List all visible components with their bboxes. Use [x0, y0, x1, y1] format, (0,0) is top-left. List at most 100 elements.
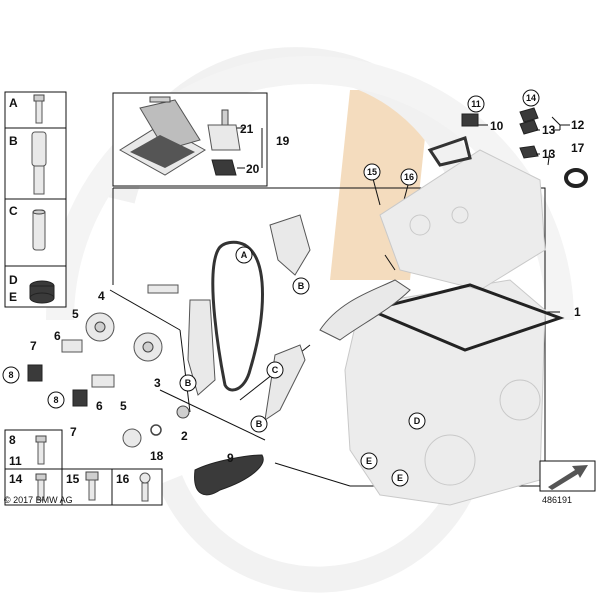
svg-text:D: D [414, 416, 421, 426]
svg-text:8: 8 [8, 370, 13, 380]
callout-20: 20 [246, 162, 260, 176]
svg-text:C: C [272, 365, 279, 375]
chain-tensioner-9-icon [194, 454, 264, 496]
engine-block [344, 149, 565, 506]
sleeve-b-icon [31, 131, 47, 195]
washer-2-icon [176, 405, 190, 419]
callout-circle-16: 16 [400, 168, 418, 186]
svg-text:B: B [256, 419, 263, 429]
clip-12b-icon [519, 119, 539, 135]
bolt-6a-icon [61, 339, 83, 353]
document-id: 486191 [542, 495, 573, 505]
seal-10-icon [461, 113, 479, 127]
svg-text:E: E [366, 456, 372, 466]
navigation-arrow-box[interactable] [539, 460, 596, 492]
callout-18: 18 [150, 449, 164, 463]
plug-7a-icon [27, 364, 43, 382]
svg-text:E: E [397, 473, 403, 483]
svg-text:8: 8 [53, 395, 58, 405]
callout-letter-b1: B [179, 374, 197, 392]
svg-text:B: B [298, 281, 305, 291]
cell-b-label: B [9, 134, 18, 148]
cell-c-label: C [9, 204, 18, 218]
cell-a-label: A [9, 96, 18, 110]
bottom-reference-cells: 8 11 14 15 16 [4, 429, 163, 506]
circled-letter-callouts: A B B B C D E E [179, 246, 426, 487]
callout-circle-15: 15 [363, 163, 381, 181]
svg-text:16: 16 [404, 172, 414, 182]
pin-c-icon [32, 209, 46, 251]
coolant-pipe-icon [319, 279, 411, 341]
holding-tool-icon [207, 109, 241, 151]
number-callouts: 1 2 3 4 5 5 6 6 7 7 9 10 12 13 13 18 19 … [30, 118, 585, 465]
cell-16-label: 16 [116, 472, 130, 486]
svg-text:15: 15 [367, 167, 377, 177]
guide-rail-icon [187, 299, 216, 396]
tensioner-rail-icon [264, 344, 306, 422]
bolt-a-icon [33, 94, 45, 124]
callout-6a: 6 [54, 329, 61, 343]
bolt-8-icon [35, 435, 47, 465]
callout-letter-d: D [408, 412, 426, 430]
callout-5b: 5 [120, 399, 127, 413]
clip-13-icon [519, 145, 539, 159]
svg-text:17: 17 [571, 141, 585, 155]
cell-e-label: E [9, 290, 17, 304]
shaft-seal-17-icon [564, 168, 588, 188]
plug-de-icon [29, 280, 55, 304]
cam-parts [27, 284, 190, 448]
callout-3: 3 [154, 376, 161, 390]
callout-2: 2 [181, 429, 188, 443]
callout-13b: 13 [542, 147, 556, 161]
tool-case-icon [119, 96, 206, 176]
cell-15-label: 15 [66, 472, 80, 486]
svg-text:A: A [241, 250, 248, 260]
gasket-icon [427, 136, 472, 167]
callout-19: 19 [276, 134, 290, 148]
callout-circle-11: 11 [467, 95, 485, 113]
callout-13a: 13 [542, 123, 556, 137]
plug-7b-icon [72, 389, 88, 407]
circled-number-callouts: 8 8 11 14 15 16 17 [2, 89, 585, 409]
svg-text:B: B [185, 378, 192, 388]
timing-chain-icon [211, 240, 264, 392]
callout-7b: 7 [70, 425, 77, 439]
callout-4: 4 [98, 289, 105, 303]
left-reference-panel: A B C D E [4, 91, 67, 308]
callout-letter-a: A [235, 246, 253, 264]
plug-18-icon [122, 428, 142, 448]
callout-letter-b2: B [292, 277, 310, 295]
upper-guide-icon [269, 214, 311, 276]
arrow-icon [548, 465, 588, 490]
callout-7a: 7 [30, 339, 37, 353]
svg-text:14: 14 [526, 93, 536, 103]
callout-9: 9 [227, 451, 234, 465]
wedge-tool-icon [211, 159, 237, 176]
cell-11-label: 11 [9, 454, 22, 468]
callout-letter-e2: E [391, 469, 409, 487]
callout-letter-c: C [266, 361, 284, 379]
tool-kit-box [112, 92, 268, 187]
callout-10: 10 [490, 119, 504, 133]
callout-letter-e1: E [360, 452, 378, 470]
stud-16-icon [139, 472, 151, 502]
copyright-notice: © 2017 BMW AG [4, 495, 73, 505]
cell-14-label: 14 [9, 472, 23, 486]
callout-1: 1 [574, 305, 581, 319]
callout-circle-8a: 8 [2, 366, 20, 384]
callout-21: 21 [240, 122, 254, 136]
callout-letter-b3: B [250, 415, 268, 433]
cell-d-label: D [9, 273, 18, 287]
bolt-15-icon [85, 471, 99, 501]
callout-5a: 5 [72, 307, 79, 321]
callout-6b: 6 [96, 399, 103, 413]
bolt-6b-icon [91, 374, 115, 388]
callout-circle-14: 14 [522, 89, 540, 107]
callout-circle-8b: 8 [47, 391, 65, 409]
seal-parts [427, 107, 588, 188]
bolt-14-icon [35, 473, 47, 501]
callout-12: 12 [571, 118, 585, 132]
pin-icon [147, 284, 179, 294]
callout-circle-17: 17 [571, 141, 585, 155]
